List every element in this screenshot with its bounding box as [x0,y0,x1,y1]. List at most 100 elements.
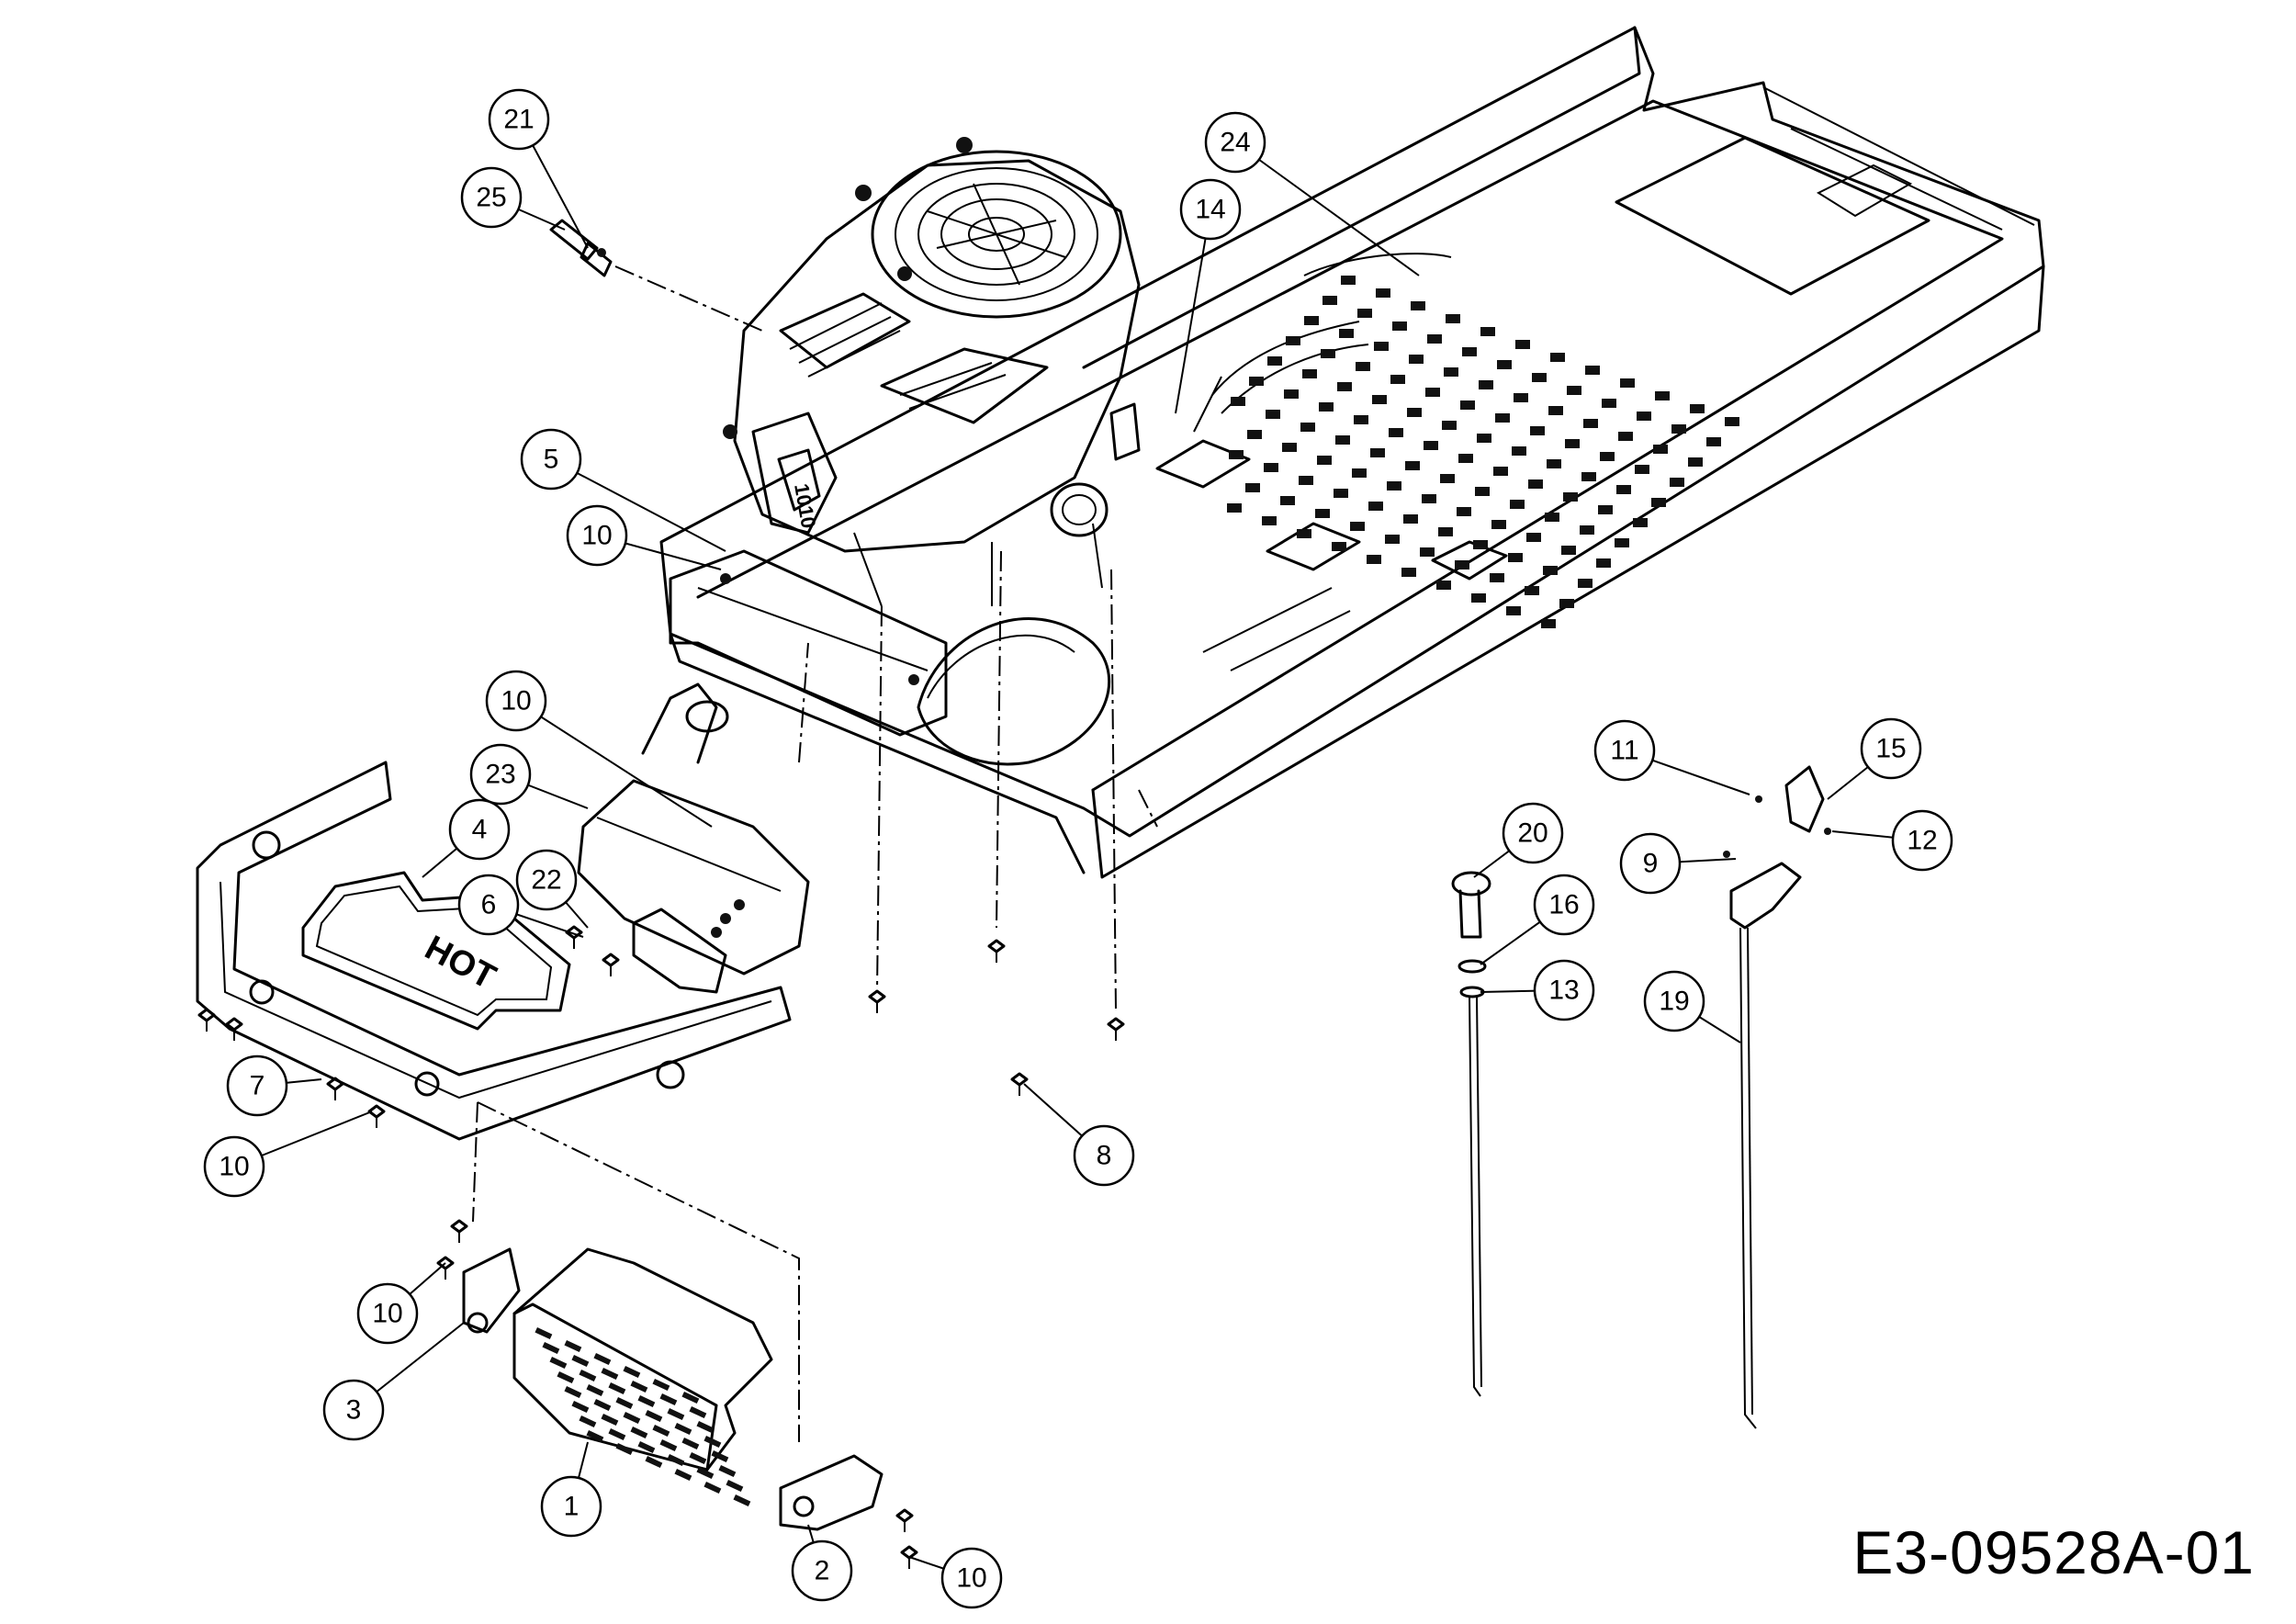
screw [900,1545,918,1569]
callout-label: 12 [1907,826,1937,856]
callout-leader [550,458,726,552]
grate-hole [1321,349,1335,358]
screw [450,1219,468,1243]
shroud-slot [579,1415,597,1428]
grate-hole [1436,581,1451,590]
choke-cable [1451,871,1491,1397]
grate-hole [1583,419,1598,428]
grate-hole [1671,424,1686,434]
grate-hole [1480,327,1495,336]
screw [602,953,620,976]
callout-4: 14 [1175,178,1242,414]
shroud-slot [696,1466,715,1480]
grate-hole [1392,321,1407,331]
grate-hole [1231,397,1245,406]
grate-hole [1510,500,1525,509]
screws [197,925,1125,1569]
grate-hole [1620,378,1635,388]
shroud-slot [615,1443,634,1456]
callout-label: 7 [250,1071,265,1101]
grate-hole [1367,555,1381,564]
callout-label: 10 [956,1563,986,1594]
shroud-slot [674,1469,692,1482]
callout-14: 8 [1023,1083,1135,1187]
grate-hole [1337,382,1352,391]
shroud-slot [623,1366,641,1379]
callout-leader [515,700,713,828]
callout-18: 2 [791,1524,853,1602]
grate-hole [1545,513,1559,522]
callout-label: 9 [1643,849,1659,879]
callout-label: 11 [1610,736,1638,766]
callout-circle [226,1054,288,1117]
shroud-slot [557,1371,575,1384]
shroud-slot [652,1379,670,1392]
grate-hole [1690,404,1705,413]
grate-hole [1653,445,1668,454]
callout-1: 21 [488,88,589,249]
shroud-slot [593,1353,612,1366]
callout-label: 22 [531,865,561,896]
grate-hole [1457,507,1471,516]
shroud-slot [615,1397,634,1410]
grate-hole [1390,375,1405,384]
grate-hole [1302,369,1317,378]
callout-label: 5 [544,445,559,475]
callout-26: 13 [1480,959,1595,1021]
grate-hole [1266,410,1280,419]
grate-hole [1479,380,1493,389]
callout-circle [791,1539,853,1602]
callout-circle [469,743,532,806]
grate-hole [1425,388,1440,397]
callout-10: 22 [515,849,589,929]
callout-12: 7 [226,1054,322,1117]
shroud-slot [549,1356,568,1370]
callout-label: 13 [1548,976,1579,1006]
shroud-slot [718,1465,737,1478]
shroud-slot [703,1482,722,1494]
grate-hole [1370,448,1385,457]
grate-hole [1458,454,1473,463]
shroud-slot [586,1384,604,1397]
grate-hole [1284,389,1299,399]
grate-hole [1385,535,1400,544]
grate-hole [1335,435,1350,445]
screw [326,1077,344,1100]
callout-circle [1643,970,1705,1032]
shroud-slot [623,1412,641,1425]
callout-label: 1 [564,1492,580,1522]
grate-hole [1541,619,1556,628]
screw [987,939,1006,963]
grate-hole [1286,336,1300,345]
drawing-code: E3-09528A-01 [1852,1518,2255,1586]
callout-circle [540,1475,602,1538]
shroud-slot [659,1439,678,1452]
callout-circle [448,798,511,861]
callout-circle [322,1379,385,1441]
grate-hole [1565,439,1580,448]
callout-circle [1619,832,1682,895]
grate-hole [1596,558,1611,568]
grate-hole [1411,301,1425,310]
callout-circle [520,428,582,491]
grate-hole [1409,355,1424,364]
callout-label: 10 [581,521,612,551]
shroud-slot [564,1340,582,1353]
callout-16: 3 [322,1322,465,1441]
grate-hole [1299,476,1313,485]
callout-9: 4 [422,798,511,878]
grate-hole [1455,560,1469,570]
grate-hole [1405,461,1420,470]
callout-circle [1073,1124,1135,1187]
shroud-slot [667,1408,685,1421]
grate-hole [1547,459,1561,468]
callout-label: 3 [346,1395,362,1426]
callout-circle [356,1282,419,1345]
callout-21: 15 [1827,717,1922,800]
callout-label: 6 [481,890,497,920]
callout-circle [1891,809,1953,872]
grate-hole [1637,412,1651,421]
callout-24: 20 [1473,802,1564,878]
shroud-slot [601,1414,619,1427]
shroud-slot [681,1438,700,1450]
